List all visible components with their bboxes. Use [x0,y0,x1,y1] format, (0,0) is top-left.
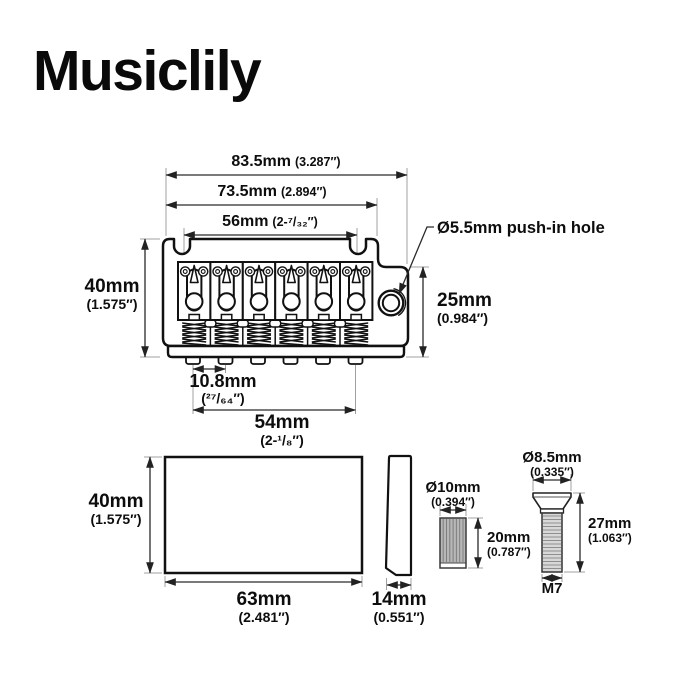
stud-screw-drawing [532,492,572,573]
dim-stud-length-label: 27mm (1.063″) [588,515,632,545]
arm-hole-note-label: Ø5.5mm push-in hole [437,219,605,237]
dimension-lines [141,171,584,589]
dim-string-span-label: 54mm (2-¹/₈″) [254,412,310,448]
dim-saddle-span-label: 56mm(2-⁷/₃₂″) [222,213,318,230]
dim-value: 83.5mm [231,153,291,170]
bridge-top-view [161,237,410,365]
block-front-view [163,455,364,575]
dim-string-pitch-label: 10.8mm (²⁷/₆₄″) [189,371,257,406]
dim-overall-width-label: 83.5mm (3.287″) [231,153,340,171]
dim-right-depth-label: 25mm (0.984″) [437,290,492,326]
tremolo-arm-hole [377,288,407,317]
dim-bushing-diameter-label: Ø10mm (0.394″) [425,479,481,509]
dim-bushing-length-label: 20mm (0.787″) [487,529,531,559]
dim-side-thickness-label: 14mm (0.551″) [371,589,427,625]
dim-block-width-label: 63mm (2.481″) [236,589,292,625]
base-plate-strip [166,344,406,359]
dim-block-height-label: 40mm (1.575″) [88,491,144,527]
dim-stud-head-diameter-label: Ø8.5mm (0.335″) [522,449,582,479]
dim-mid-width-label: 73.5mm(2.894″) [217,183,327,200]
dim-inches: (3.287″) [295,155,341,169]
dim-height-label: 40mm (1.575″) [84,276,140,312]
dim-stud-thread-label: M7 [541,580,563,597]
plate-side-view [384,454,413,577]
brand-logo: Musiclily [33,39,262,103]
bushing-drawing [439,517,467,569]
arm-hole-leader-line [398,226,434,295]
